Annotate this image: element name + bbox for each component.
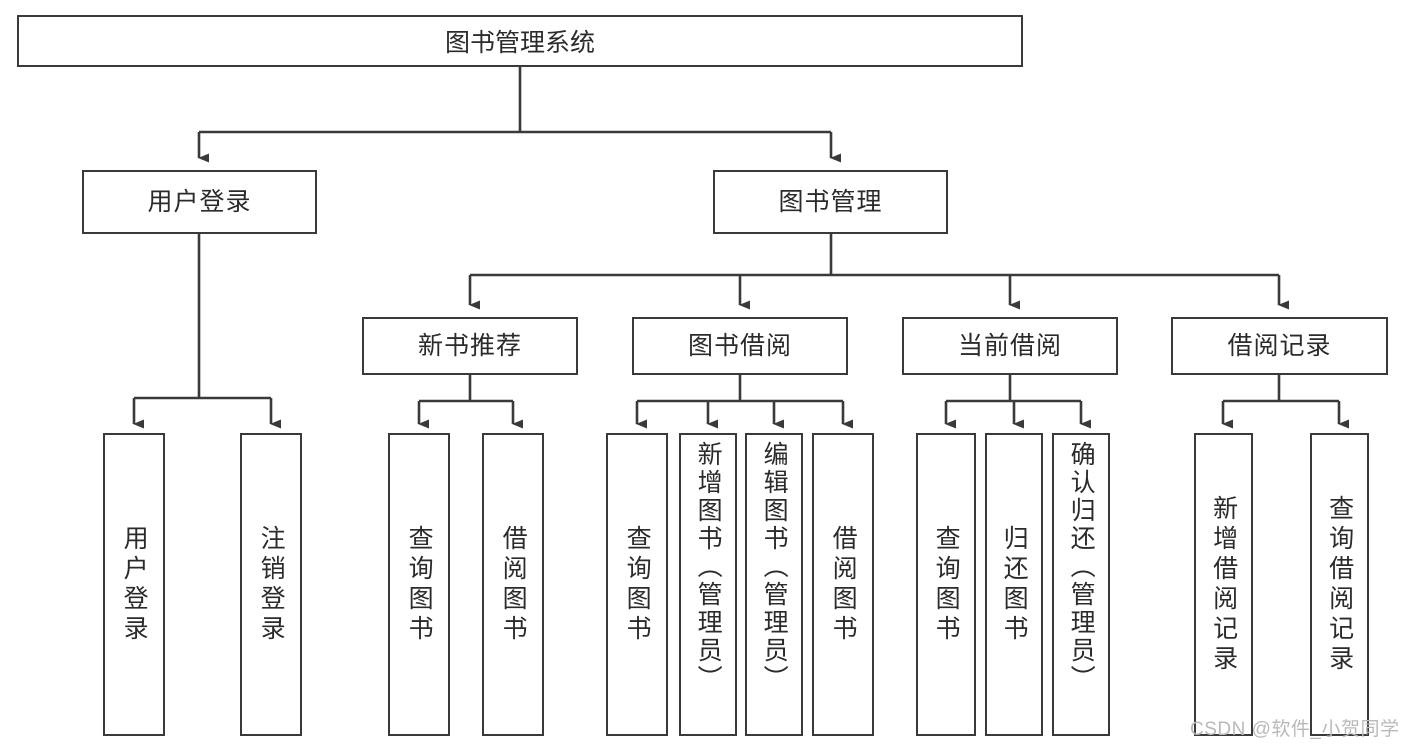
leaf-label: 查询图书: [623, 524, 652, 645]
leaf-record-query-record[interactable]: 查询借阅记录: [1310, 433, 1369, 736]
node-book-borrow[interactable]: 图书借阅: [632, 317, 848, 375]
leaf-borrow-query-book[interactable]: 查询图书: [606, 433, 668, 736]
node-borrow-record-label: 借阅记录: [1227, 332, 1332, 360]
leaf-label: 归还图书: [1000, 524, 1029, 645]
node-new-book-recommend-label: 新书推荐: [417, 332, 522, 360]
leaf-current-confirm-return-admin[interactable]: 确认归还（管理员）: [1052, 433, 1110, 736]
watermark-csdn: CSDN @软件_小贺同学: [1190, 719, 1400, 740]
node-root-system[interactable]: 图书管理系统: [17, 15, 1023, 67]
leaf-label: 编辑图书（管理员）: [760, 441, 789, 693]
leaf-label: 查询图书: [405, 524, 434, 645]
leaf-label: 新增图书（管理员）: [694, 441, 723, 693]
leaf-recommend-query-book[interactable]: 查询图书: [388, 433, 450, 736]
leaf-recommend-borrow-book[interactable]: 借阅图书: [482, 433, 544, 736]
node-new-book-recommend[interactable]: 新书推荐: [362, 317, 578, 375]
leaf-label: 确认归还（管理员）: [1067, 441, 1096, 693]
leaf-label: 注销登录: [257, 524, 286, 645]
leaf-borrow-add-book-admin[interactable]: 新增图书（管理员）: [679, 433, 737, 736]
leaf-label: 查询借阅记录: [1325, 494, 1354, 675]
leaf-user-login-logout[interactable]: 注销登录: [240, 433, 302, 736]
leaf-current-return-book[interactable]: 归还图书: [985, 433, 1043, 736]
leaf-label: 新增借阅记录: [1209, 494, 1238, 675]
node-user-login-label: 用户登录: [147, 188, 252, 216]
leaf-borrow-borrow-book[interactable]: 借阅图书: [812, 433, 874, 736]
leaf-label: 借阅图书: [829, 524, 858, 645]
node-book-borrow-label: 图书借阅: [687, 332, 792, 360]
leaf-label: 借阅图书: [499, 524, 528, 645]
leaf-current-query-book[interactable]: 查询图书: [916, 433, 976, 736]
node-book-management-label: 图书管理: [778, 188, 883, 216]
node-root-label: 图书管理系统: [444, 29, 595, 57]
node-current-borrow[interactable]: 当前借阅: [902, 317, 1118, 375]
node-current-borrow-label: 当前借阅: [957, 332, 1062, 360]
leaf-label: 用户登录: [120, 524, 149, 645]
node-user-login[interactable]: 用户登录: [82, 170, 317, 234]
node-book-management[interactable]: 图书管理: [713, 170, 948, 234]
leaf-borrow-edit-book-admin[interactable]: 编辑图书（管理员）: [745, 433, 803, 736]
leaf-user-login-login[interactable]: 用户登录: [103, 433, 165, 736]
node-borrow-record[interactable]: 借阅记录: [1171, 317, 1388, 375]
leaf-label: 查询图书: [932, 524, 961, 645]
leaf-record-add-record[interactable]: 新增借阅记录: [1194, 433, 1253, 736]
